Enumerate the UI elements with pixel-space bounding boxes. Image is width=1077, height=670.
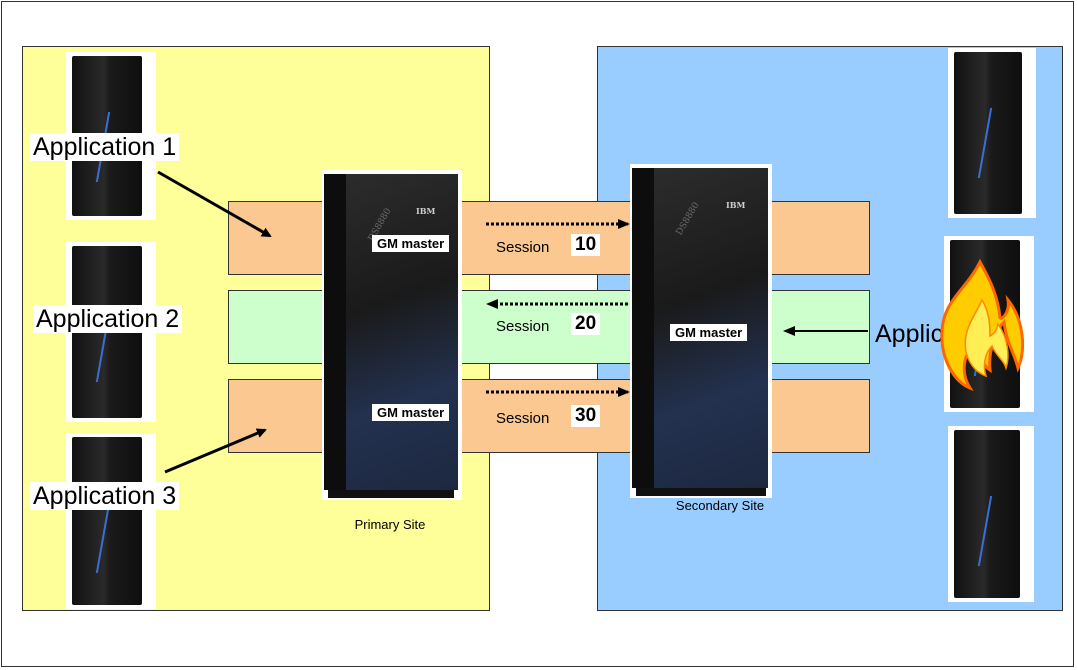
primary-site-caption: Primary Site xyxy=(354,517,426,532)
secondary-site-caption: Secondary Site xyxy=(675,498,765,513)
server-rack-icon xyxy=(948,48,1036,218)
gm-master-label-session-20: GM master xyxy=(670,324,748,341)
application-1-label: Application 1 xyxy=(30,133,180,161)
application-2-label: Application 2 xyxy=(33,305,183,333)
gm-master-label-session-10: GM master xyxy=(372,235,450,252)
fire-icon xyxy=(940,258,1025,392)
server-rack-icon xyxy=(948,426,1034,602)
session-label-30: Session xyxy=(496,410,550,427)
session-label-10: Session xyxy=(496,239,550,256)
application-1-arrow-icon xyxy=(157,170,272,238)
ibm-logo: IBM xyxy=(416,206,436,216)
primary-storage-icon: IBM DS8880 xyxy=(322,170,462,500)
session-label-20: Session xyxy=(496,318,550,335)
application-3-label: Application 3 xyxy=(30,482,180,510)
application-3-arrow-icon xyxy=(164,428,267,474)
session-number-10: 10 xyxy=(571,234,601,256)
server-rack-icon xyxy=(66,433,156,609)
ibm-logo: IBM xyxy=(726,200,746,210)
session-number-20: 20 xyxy=(571,313,601,335)
gm-master-label-session-30: GM master xyxy=(372,404,450,421)
session-number-30: 30 xyxy=(571,405,601,427)
